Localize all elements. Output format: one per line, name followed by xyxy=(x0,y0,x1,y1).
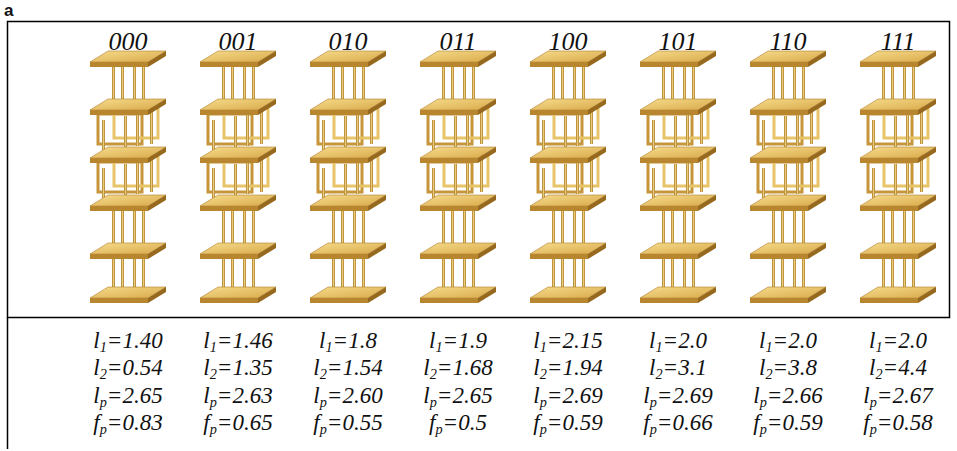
binary-code: 011 xyxy=(439,29,476,55)
parameter-cell: lp=2.65 xyxy=(423,384,492,407)
parameter-cell: fp=0.58 xyxy=(863,411,932,434)
binary-code: 000 xyxy=(109,29,148,55)
parameter-cell: l2=1.68 xyxy=(423,356,492,379)
parameter-cell: l2=0.54 xyxy=(93,356,162,379)
binary-code: 110 xyxy=(769,29,806,55)
parameter-cell: l2=3.1 xyxy=(649,356,707,379)
parameter-cell: lp=2.69 xyxy=(643,384,712,407)
parameter-cell: l1=2.0 xyxy=(649,329,707,352)
parameter-cell: l2=1.54 xyxy=(313,356,382,379)
parameter-cell: fp=0.66 xyxy=(643,411,712,434)
parameter-cell: l1=1.46 xyxy=(203,329,272,352)
binary-code: 010 xyxy=(329,29,368,55)
panel-letter: a xyxy=(4,2,13,19)
parameter-cell: lp=2.65 xyxy=(93,384,162,407)
binary-code: 101 xyxy=(659,29,698,55)
parameter-cell: l2=4.4 xyxy=(869,356,927,379)
parameter-cell: l2=1.94 xyxy=(533,356,602,379)
binary-code: 001 xyxy=(219,29,258,55)
parameter-cell: l1=2.0 xyxy=(759,329,817,352)
binary-code: 100 xyxy=(549,29,588,55)
parameter-cell: lp=2.67 xyxy=(863,384,932,407)
parameter-cell: lp=2.66 xyxy=(753,384,822,407)
parameter-cell: fp=0.59 xyxy=(753,411,822,434)
binary-code: 111 xyxy=(880,29,915,55)
parameter-cell: lp=2.63 xyxy=(203,384,272,407)
parameter-cell: l1=1.40 xyxy=(93,329,162,352)
parameter-cell: l2=3.8 xyxy=(759,356,817,379)
parameter-cell: fp=0.5 xyxy=(429,411,487,434)
parameter-cell: l2=1.35 xyxy=(203,356,272,379)
parameter-cell: lp=2.60 xyxy=(313,384,382,407)
parameter-cell: fp=0.83 xyxy=(93,411,162,434)
parameter-cell: fp=0.65 xyxy=(203,411,272,434)
parameter-cell: fp=0.59 xyxy=(533,411,602,434)
parameter-cell: l1=2.0 xyxy=(869,329,927,352)
parameter-cell: lp=2.69 xyxy=(533,384,602,407)
parameter-cell: l1=1.8 xyxy=(319,329,377,352)
parameter-cell: l1=1.9 xyxy=(429,329,487,352)
parameter-cell: fp=0.55 xyxy=(313,411,382,434)
parameter-cell: l1=2.15 xyxy=(533,329,602,352)
